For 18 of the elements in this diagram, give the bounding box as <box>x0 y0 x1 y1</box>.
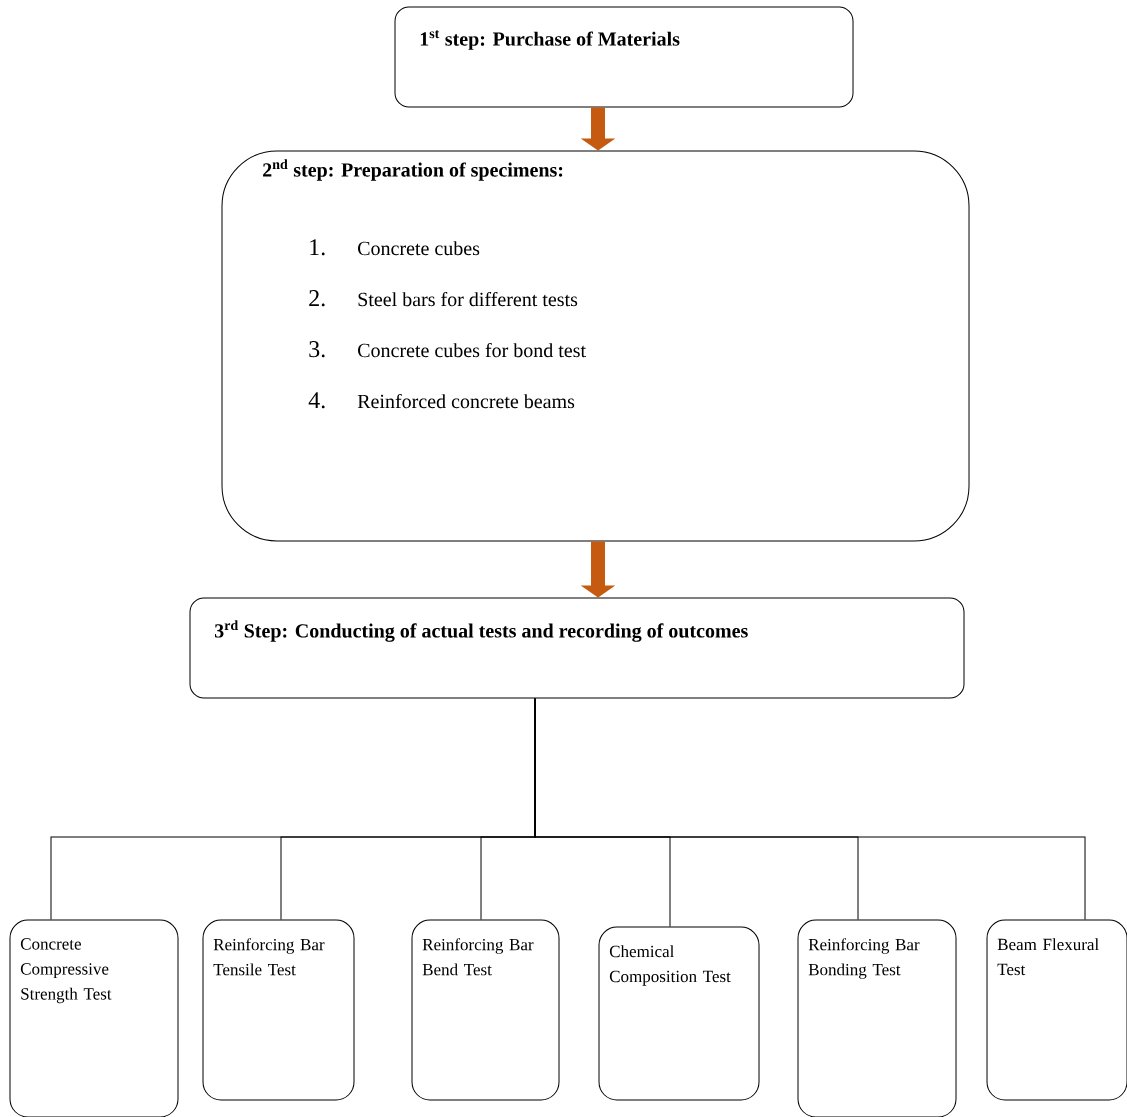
list-item: Steel bars for different tests <box>358 291 578 307</box>
list-item: Concrete cubes <box>358 241 480 256</box>
list-number: 2. <box>309 290 325 307</box>
list-number: 4. <box>308 392 325 409</box>
step-heading: 1$^{st}$ step: Purchase of Materials <box>420 30 680 50</box>
list-item: Reinforced concrete beams <box>357 393 575 409</box>
list-number: 3. <box>309 341 325 358</box>
step-heading: 3$^{rd}$ Step: Conducting of actual tests and recording of outcomes <box>214 620 748 642</box>
connector-line <box>534 698 1086 920</box>
test-name: Reinforcing Bar Bonding Test <box>808 938 920 979</box>
step-heading: 2$^{nd}$ step: Preparation of specimens: <box>263 159 563 181</box>
list-item: Concrete cubes for bond test <box>358 342 586 358</box>
test-name: Reinforcing Bar Bend Test <box>422 938 534 976</box>
test-name: Reinforcing Bar Tensile Test <box>213 938 325 976</box>
list-number: 1. <box>310 239 325 256</box>
test-name: Chemical Composition Test <box>609 945 731 986</box>
test-name: Concrete Compressive Strength Test <box>20 938 112 1004</box>
test-name: Beam Flexural Test <box>997 938 1099 976</box>
